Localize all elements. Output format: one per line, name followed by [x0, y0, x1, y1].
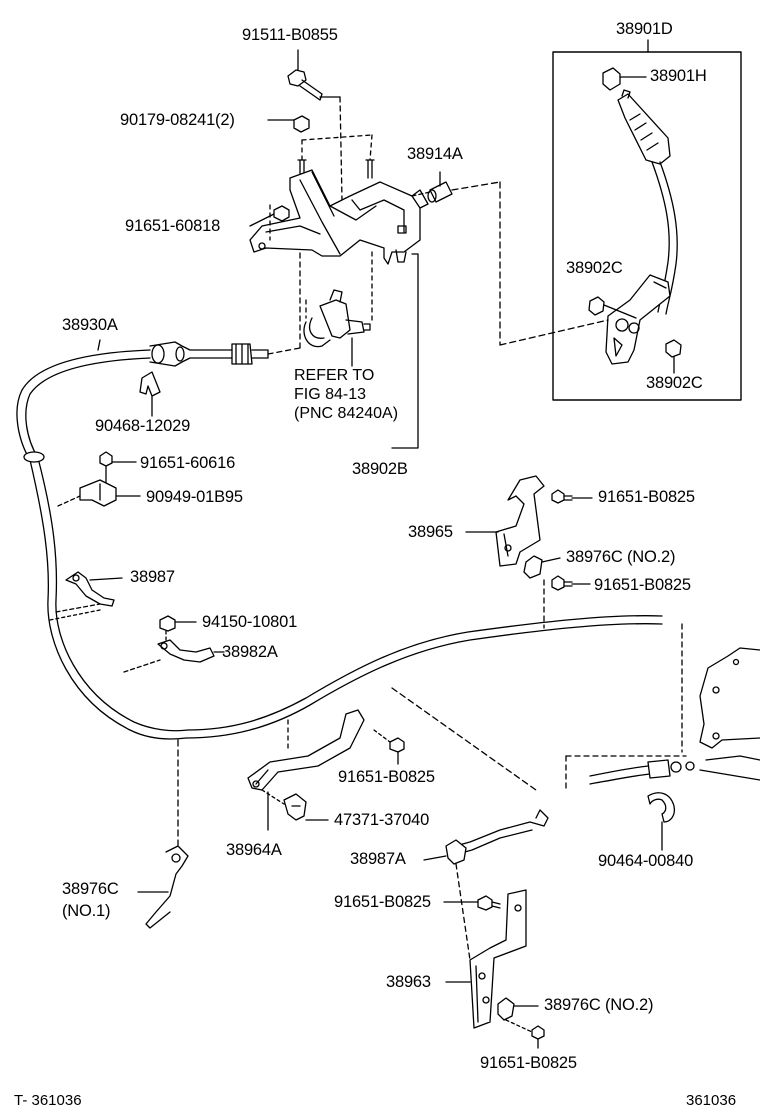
reference-note-line: (PNC 84240A) — [294, 405, 399, 422]
part-label-90179-08241[interactable]: 90179-08241(2) — [120, 111, 235, 129]
part-label-38976C-no2[interactable]: 38976C (NO.2) — [566, 548, 676, 566]
shift-lever-icon — [588, 67, 682, 374]
transmission-icon — [647, 647, 760, 851]
part-label-47371-37040[interactable]: 47371-37040 — [334, 811, 430, 829]
part-label-90468-12029[interactable]: 90468-12029 — [95, 417, 191, 435]
cable-icon — [16, 249, 695, 785]
part-label-38965[interactable]: 38965 — [408, 523, 453, 541]
valve-icon — [303, 251, 419, 449]
part-label-38901H[interactable]: 38901H — [650, 67, 707, 85]
part-label-91651-60818[interactable]: 91651-60818 — [125, 217, 221, 235]
clamp-icons — [49, 451, 225, 929]
footer-figure-number: 361036 — [686, 1092, 737, 1109]
part-label-38964A[interactable]: 38964A — [226, 841, 282, 859]
bracket-assembly-icon — [249, 49, 609, 346]
part-label-38982A[interactable]: 38982A — [222, 643, 278, 661]
part-label-38976C-no1-sub: (NO.1) — [62, 902, 111, 920]
part-label-38902B[interactable]: 38902B — [352, 460, 408, 478]
part-label-38914A[interactable]: 38914A — [407, 145, 463, 163]
reference-note: REFER TO FIG 84-13 (PNC 84240A) — [294, 366, 398, 423]
bracket-38964A-icon — [247, 709, 405, 831]
part-label-91651-B0825[interactable]: 91651-B0825 — [480, 1054, 577, 1072]
part-label-90464-00840[interactable]: 90464-00840 — [598, 852, 694, 870]
reference-note-line: REFER TO — [294, 367, 375, 384]
part-label-38987[interactable]: 38987 — [130, 568, 175, 586]
part-label-38976C-no1[interactable]: 38976C — [62, 880, 119, 898]
footer-figure-code: T- 361036 — [14, 1092, 82, 1109]
part-label-91651-B0825[interactable]: 91651-B0825 — [598, 488, 695, 506]
part-label-91651-B0825[interactable]: 91651-B0825 — [594, 576, 691, 594]
part-label-90949-01B95[interactable]: 90949-01B95 — [146, 488, 243, 506]
part-label-91511-B0855[interactable]: 91511-B0855 — [242, 26, 338, 44]
part-label-91651-60616[interactable]: 91651-60616 — [140, 454, 236, 472]
inset-box — [552, 39, 742, 401]
part-label-38901D[interactable]: 38901D — [616, 20, 673, 38]
bracket-38963-icon — [391, 687, 549, 1049]
part-label-38902C[interactable]: 38902C — [646, 374, 703, 392]
part-label-94150-10801[interactable]: 94150-10801 — [202, 613, 298, 631]
bracket-38965-icon — [465, 475, 687, 793]
part-label-38976C-no2[interactable]: 38976C (NO.2) — [544, 996, 654, 1014]
reference-note-line: FIG 84-13 — [294, 386, 367, 403]
part-label-38930A[interactable]: 38930A — [62, 316, 118, 334]
part-label-91651-B0825[interactable]: 91651-B0825 — [338, 768, 435, 786]
part-label-38963[interactable]: 38963 — [386, 973, 431, 991]
part-label-38987A[interactable]: 38987A — [350, 850, 406, 868]
part-label-91651-B0825[interactable]: 91651-B0825 — [334, 893, 431, 911]
part-label-38902C[interactable]: 38902C — [566, 259, 623, 277]
